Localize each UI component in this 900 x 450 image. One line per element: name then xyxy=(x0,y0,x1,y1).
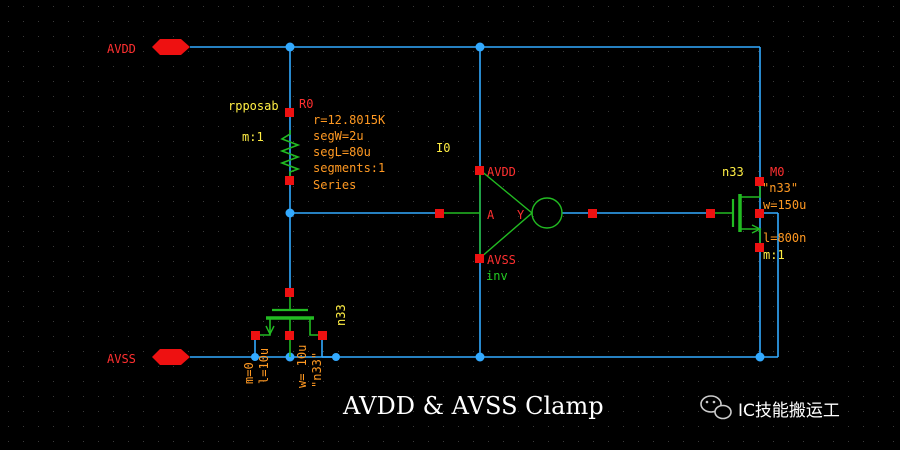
mos-bottom-l-label: l=10u xyxy=(257,348,271,384)
resistor-param-series: Series xyxy=(313,178,356,192)
mos-arrow-icon xyxy=(265,325,275,336)
inverter-pin-out-label: Y xyxy=(517,208,525,222)
mos-right-m0[interactable]: n33 M0 "n33" w=150u l=800n m:1 xyxy=(706,165,806,262)
mos-right-cell-label: "n33" xyxy=(762,181,798,195)
mos-right-w-label: w=150u xyxy=(763,198,806,212)
background-grid xyxy=(8,6,894,442)
inverter-i0[interactable]: I0 AVDD AVSS A Y inv xyxy=(435,141,597,283)
inverter-pin-in-label: A xyxy=(487,208,495,222)
pin-marker xyxy=(475,254,484,263)
inverter-triangle-icon xyxy=(479,168,534,260)
resistor-mult-label: m:1 xyxy=(242,130,264,144)
pin-marker xyxy=(318,331,327,340)
port-avss[interactable]: AVSS xyxy=(107,349,190,366)
wechat-icon xyxy=(700,395,732,420)
inverter-pin-vdd-label: AVDD xyxy=(487,165,516,179)
resistor-r0[interactable]: rpposab R0 m:1 r=12.8015K segW=2u segL=8… xyxy=(228,97,386,192)
inverter-pin-vss-label: AVSS xyxy=(487,253,516,267)
junction-dot xyxy=(285,42,295,52)
junction-dot xyxy=(332,353,340,361)
pin-marker xyxy=(435,209,444,218)
resistor-param-segl: segL=80u xyxy=(313,145,371,159)
pin-marker xyxy=(285,108,294,117)
mos-bottom-m-label: m=0 xyxy=(242,362,256,384)
pin-marker xyxy=(755,209,764,218)
mos-bottom[interactable]: n33 m=0 l=10u w= 10u "n33" xyxy=(242,288,348,388)
pin-marker xyxy=(285,331,294,340)
mos-right-m-label: m:1 xyxy=(763,248,785,262)
watermark-text: IC技能搬运工 xyxy=(738,401,840,421)
port-avss-label: AVSS xyxy=(107,352,136,366)
pin-marker xyxy=(755,177,764,186)
watermark: IC技能搬运工 xyxy=(700,395,840,421)
mos-bottom-w-label: w= 10u xyxy=(295,345,309,388)
mos-right-l-label: l=800n xyxy=(763,231,806,245)
mos-drain-lead xyxy=(740,181,761,198)
junction-dot xyxy=(475,352,485,362)
mos-bottom-cell-label: "n33" xyxy=(310,352,324,388)
pin-marker xyxy=(251,331,260,340)
junction-dot xyxy=(475,42,485,52)
inverter-cell-label: inv xyxy=(486,269,508,283)
resistor-cell-label: rpposab xyxy=(228,99,279,113)
port-pentagon-icon xyxy=(152,39,190,55)
pin-marker xyxy=(706,209,715,218)
pin-marker xyxy=(588,209,597,218)
junction-dot xyxy=(285,208,295,218)
inverter-instance-label: I0 xyxy=(436,141,450,155)
resistor-instance-label: R0 xyxy=(299,97,313,111)
junctions xyxy=(251,42,765,362)
mos-arrow-icon xyxy=(751,224,762,234)
mos-right-instance-label: M0 xyxy=(770,165,784,179)
inverter-bubble-icon xyxy=(531,197,563,229)
schematic-title: AVDD & AVSS Clamp xyxy=(342,392,604,420)
junction-dot xyxy=(755,352,765,362)
junction-dot xyxy=(251,353,259,361)
resistor-param-segw: segW=2u xyxy=(313,129,364,143)
port-avdd-label: AVDD xyxy=(107,42,136,56)
pin-marker xyxy=(285,176,294,185)
port-avdd[interactable]: AVDD xyxy=(107,39,190,56)
port-pentagon-icon xyxy=(152,349,190,365)
resistor-param-r: r=12.8015K xyxy=(313,113,386,127)
resistor-zigzag-icon xyxy=(279,130,301,176)
pin-marker xyxy=(475,166,484,175)
mos-bottom-model-label: n33 xyxy=(334,304,348,326)
mos-right-model-label: n33 xyxy=(722,165,744,179)
resistor-param-segments: segments:1 xyxy=(313,161,385,175)
pin-marker xyxy=(755,243,764,252)
pin-marker xyxy=(285,288,294,297)
